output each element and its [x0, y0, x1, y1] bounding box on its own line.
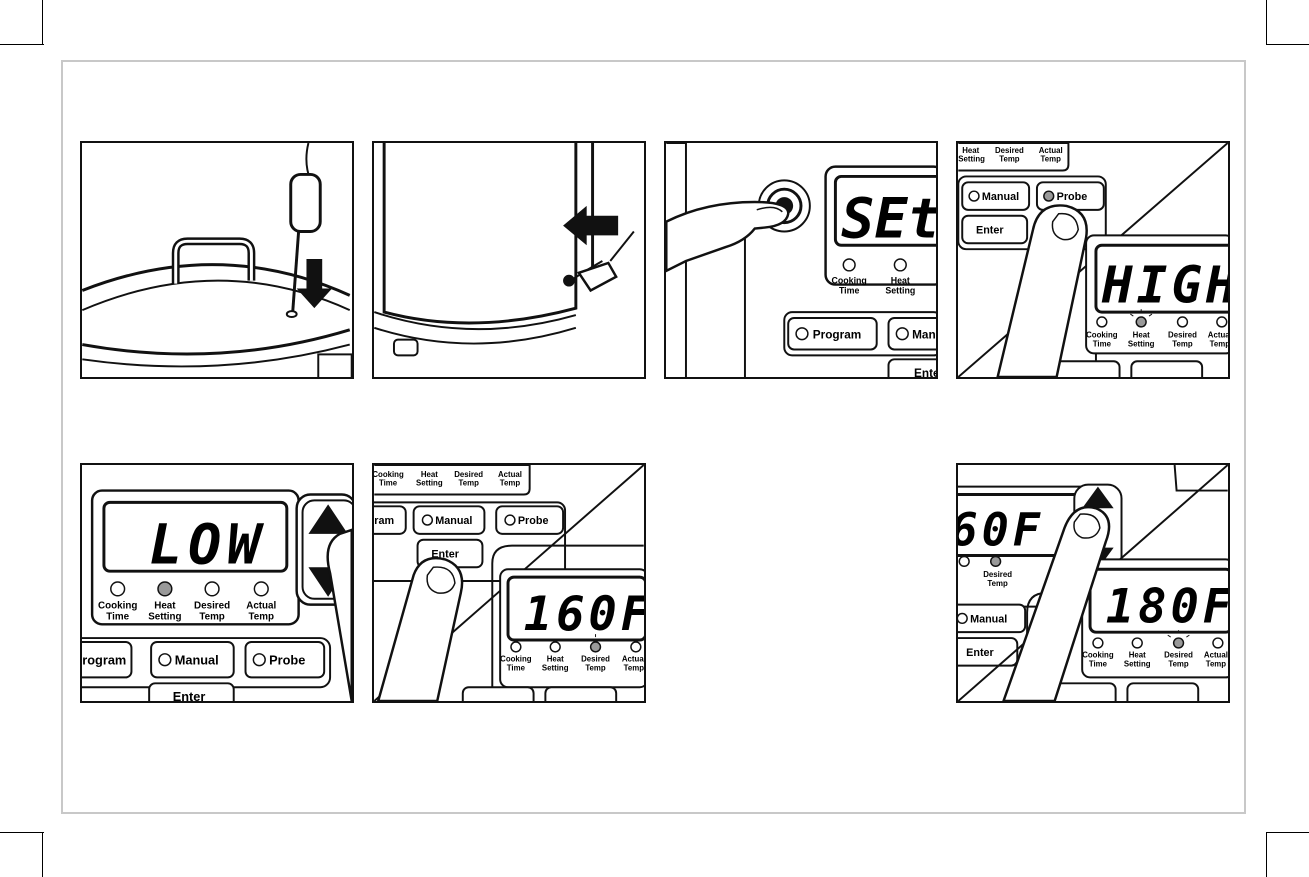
time-label: Time	[106, 611, 129, 622]
setting-label: Setting	[958, 155, 985, 164]
enter-button-label: Enter	[976, 224, 1004, 236]
enter-button-label: Enter	[173, 689, 206, 701]
setting-label: Setting	[542, 664, 569, 673]
lcd-display-secondary: 60F	[958, 504, 1044, 557]
probe-button-drawing: Heat Setting Desired Temp Actual Temp Ma…	[958, 143, 1228, 377]
illustration-power-button: SEt Cooking Time Heat Setting Program Ma…	[664, 141, 938, 379]
time-label: Time	[839, 285, 860, 295]
desired-label: Desired	[983, 570, 1012, 579]
manual-button-label: Manual	[970, 613, 1007, 625]
time-label: Time	[507, 664, 526, 673]
actual-label: Actual	[498, 470, 522, 479]
desired-label: Desired	[1168, 331, 1197, 340]
illustration-enter-button: Cooking Time Heat Setting Desired Temp A…	[372, 463, 646, 703]
manual-button-label: Manual	[435, 515, 472, 527]
enter-button-label: Enter	[966, 647, 994, 659]
temp-label: Temp	[624, 664, 644, 673]
heat-label: Heat	[154, 601, 176, 612]
setting-label: Setting	[1128, 340, 1155, 349]
temp-adjust-drawing: 60F Desired Temp Manual Enter 180F Cooki…	[958, 465, 1228, 701]
probe-button-label: Probe	[269, 653, 305, 668]
enter-button-label: Ente	[914, 367, 936, 377]
illustration-low-setting: LOW Cooking Time Heat Setting Desired Te…	[80, 463, 354, 703]
time-label: Time	[379, 479, 398, 488]
actual-label: Actual	[1204, 651, 1228, 660]
heat-label: Heat	[962, 146, 979, 155]
actual-label: Actual	[622, 655, 644, 664]
low-setting-drawing: LOW Cooking Time Heat Setting Desired Te…	[82, 489, 352, 701]
cooking-label: Cooking	[1086, 331, 1118, 340]
lcd-display: 180F	[1106, 579, 1228, 634]
enter-button-drawing: Cooking Time Heat Setting Desired Temp A…	[374, 465, 644, 701]
heat-label: Heat	[421, 470, 438, 479]
manual-button-label: Manual	[982, 191, 1019, 203]
actual-label: Actual	[1039, 146, 1063, 155]
desired-label: Desired	[581, 655, 610, 664]
temp-label: Temp	[1041, 155, 1062, 164]
heat-label: Heat	[1129, 651, 1146, 660]
program-button-label: ram	[374, 515, 394, 527]
cooking-label: Cooking	[1082, 651, 1114, 660]
probe-button-label: Probe	[518, 515, 549, 527]
actual-label: Actual	[1208, 331, 1228, 340]
page-frame	[61, 60, 1246, 814]
manual-button-label: Manual	[175, 653, 219, 668]
setting-label: Setting	[416, 479, 443, 488]
probe-button-label: Probe	[1057, 191, 1088, 203]
program-button-label: Program	[813, 329, 861, 342]
time-label: Time	[1089, 660, 1108, 669]
manual-button-label: Manu	[912, 329, 936, 342]
lcd-display: HIGH	[1101, 256, 1228, 315]
lcd-display: SEt	[841, 186, 936, 250]
time-label: Time	[1093, 340, 1112, 349]
slow-cooker-lid-drawing	[82, 143, 352, 377]
temp-label: Temp	[1172, 340, 1193, 349]
temp-label: Temp	[458, 479, 479, 488]
desired-label: Desired	[194, 601, 230, 612]
illustration-temp-adjust: 60F Desired Temp Manual Enter 180F Cooki…	[956, 463, 1230, 703]
crop-mark	[1266, 832, 1309, 833]
illustration-probe-jack	[372, 141, 646, 379]
control-panel-drawing: SEt Cooking Time Heat Setting Program Ma…	[666, 143, 936, 377]
illustration-probe-button: Heat Setting Desired Temp Actual Temp Ma…	[956, 141, 1230, 379]
desired-label: Desired	[995, 146, 1024, 155]
lcd-display: 160F	[524, 587, 644, 642]
temp-label: Temp	[500, 479, 521, 488]
temp-label: Temp	[1206, 660, 1227, 669]
cooking-label: Cooking	[98, 601, 137, 612]
temp-label: Temp	[1168, 660, 1189, 669]
heat-label: Heat	[547, 655, 564, 664]
temp-label: Temp	[199, 611, 224, 622]
temp-label: Temp	[987, 579, 1008, 588]
lcd-display: LOW	[149, 512, 266, 576]
illustration-probe-insert	[80, 141, 354, 379]
crop-mark	[42, 0, 43, 45]
desired-label: Desired	[1164, 651, 1193, 660]
temp-label: Temp	[585, 664, 606, 673]
temp-label: Temp	[1210, 340, 1228, 349]
crop-mark	[0, 44, 44, 45]
cooker-base-drawing	[374, 143, 635, 357]
program-button-label: rogram	[82, 653, 126, 668]
setting-label: Setting	[148, 611, 181, 622]
temp-label: Temp	[249, 611, 274, 622]
crop-mark	[1266, 44, 1309, 45]
crop-mark	[1266, 832, 1267, 877]
crop-mark	[1266, 0, 1267, 45]
heat-label: Heat	[891, 276, 910, 286]
crop-mark	[0, 832, 44, 833]
actual-label: Actual	[246, 601, 276, 612]
cooking-label: Cooking	[374, 470, 404, 479]
desired-label: Desired	[454, 470, 483, 479]
setting-label: Setting	[885, 285, 915, 295]
setting-label: Setting	[1124, 660, 1151, 669]
crop-mark	[42, 832, 43, 877]
heat-label: Heat	[1133, 331, 1150, 340]
cooking-label: Cooking	[500, 655, 532, 664]
cooking-label: Cooking	[832, 276, 867, 286]
temp-label: Temp	[999, 155, 1020, 164]
